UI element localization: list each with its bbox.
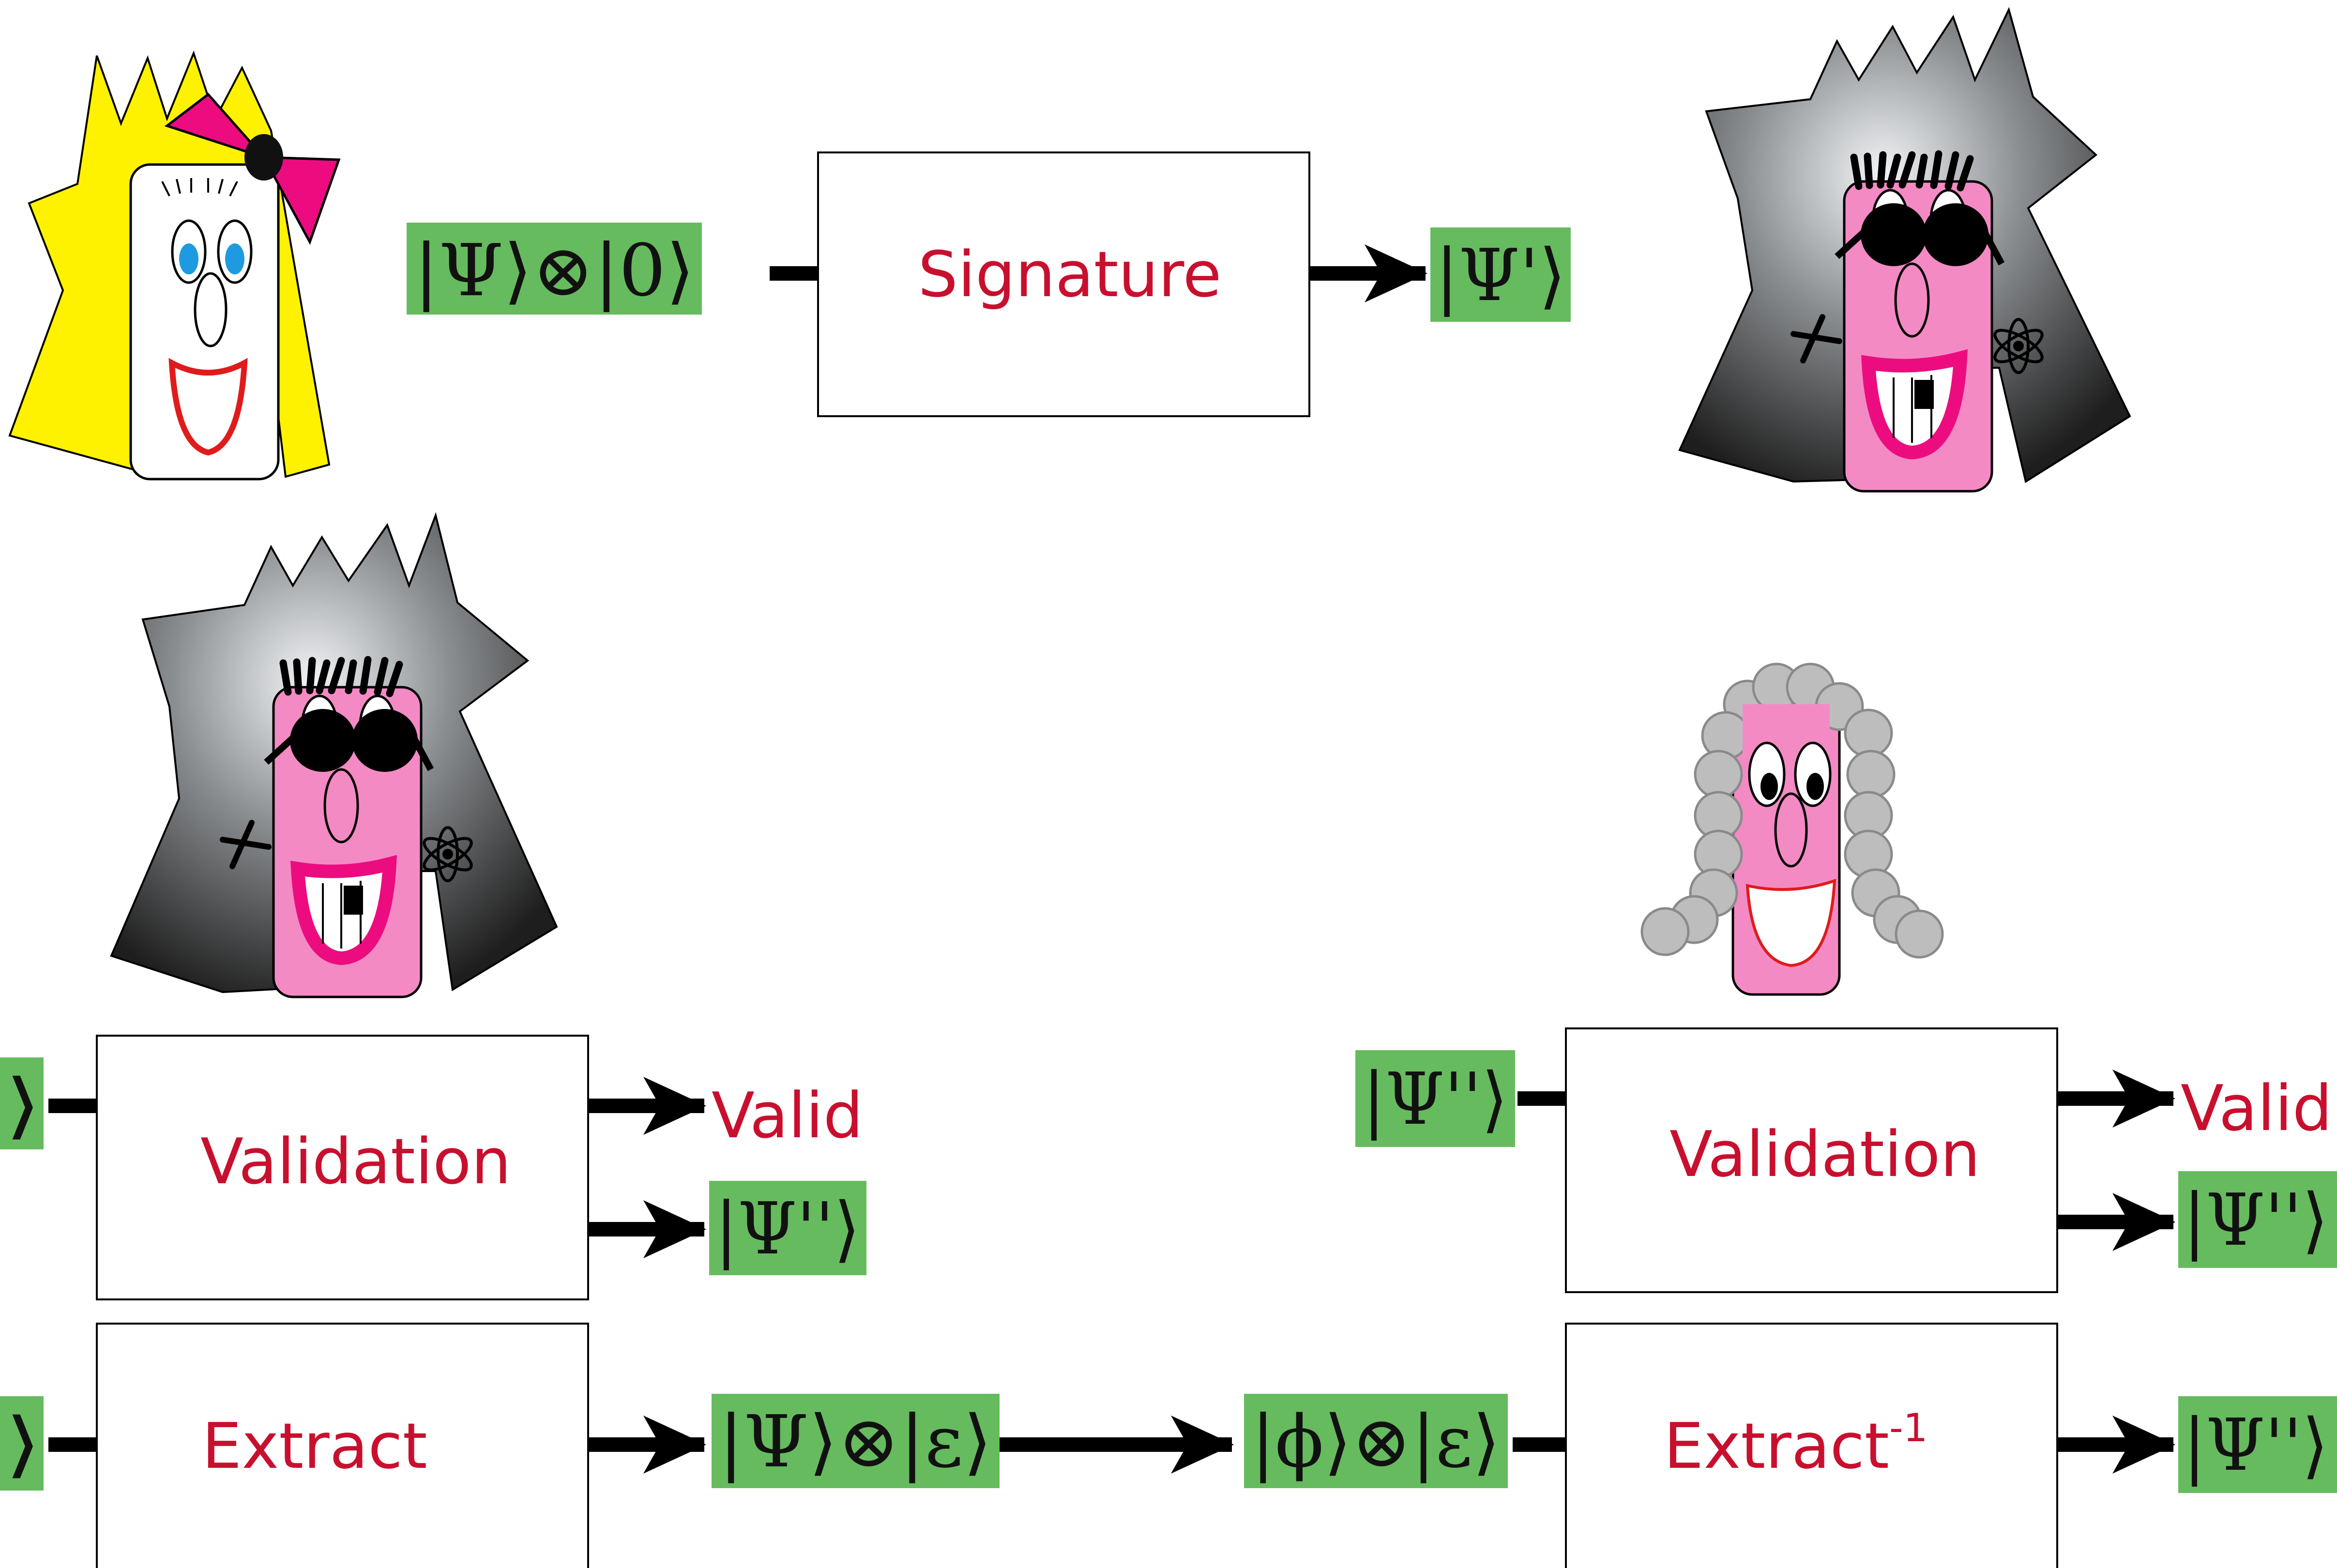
eve-left-missing-tooth: [344, 886, 363, 915]
eve-left-eyelashes: [279, 656, 403, 697]
ket-valR-output: |Ψ''⟩: [2178, 1171, 2337, 1268]
ket-valL-output-text: |Ψ''⟩: [715, 1187, 860, 1270]
alice-nose: [194, 272, 228, 347]
valid-right-output: Valid: [2181, 1071, 2332, 1145]
sunglasses-icon: [1835, 203, 2005, 266]
eve-top-character-icon: [1678, 7, 2131, 493]
ket-alice-input-text: |Ψ⟩⊗|0⟩: [414, 229, 695, 312]
extract-box: Extract: [96, 1323, 589, 1568]
eve-left-cross-earring-icon: [220, 820, 272, 869]
validation-left-box: Validation: [96, 1035, 589, 1300]
ket-valR-input-text: |Ψ''⟩: [1363, 1057, 1508, 1141]
extract-inverse-word: Extract: [1664, 1409, 1889, 1483]
valid-left-output: Valid: [712, 1079, 863, 1152]
ket-ext-input-text: |Ψ'⟩: [0, 1402, 41, 1486]
eve-top-missing-tooth: [1914, 380, 1934, 409]
ket-valL-output: |Ψ''⟩: [709, 1181, 866, 1275]
atom-earring-icon: [1993, 318, 2044, 374]
alice-character-icon: [8, 50, 341, 481]
eve-left-nose: [323, 768, 359, 844]
ket-valR-input: |Ψ''⟩: [1355, 1050, 1515, 1147]
ket-valL-input-text: |Ψ'⟩: [0, 1064, 41, 1147]
judge-character-icon: [1640, 663, 1944, 996]
eve-left-character-icon: [110, 512, 558, 998]
ket-alice-input: |Ψ⟩⊗|0⟩: [407, 223, 702, 315]
eve-top-nose: [1894, 262, 1930, 338]
ket-signed-output-text: |Ψ'⟩: [1435, 234, 1566, 317]
ket-valR-output-text: |Ψ''⟩: [2183, 1178, 2328, 1262]
judge-pupil-right: [1806, 773, 1824, 800]
bow-knot: [244, 134, 283, 181]
validation-right-label: Validation: [1669, 1117, 1980, 1191]
alice-pupil-right: [225, 243, 244, 274]
ket-signed-output: |Ψ'⟩: [1430, 227, 1571, 322]
cross-earring-icon: [1791, 314, 1842, 363]
signature-label: Signature: [918, 238, 1221, 311]
judge-nose: [1774, 792, 1808, 868]
eve-left-sunglasses-icon: [264, 709, 434, 772]
alice-pupil-left: [179, 243, 198, 274]
ket-ext-output-text: |Ψ⟩⊗|ε⟩: [719, 1400, 992, 1483]
ket-ext-output: |Ψ⟩⊗|ε⟩: [712, 1394, 1000, 1488]
ket-extinv-input: |ϕ⟩⊗|ε⟩: [1244, 1394, 1508, 1488]
ket-valL-input: |Ψ'⟩: [0, 1057, 44, 1149]
validation-right-box: Validation: [1565, 1027, 2058, 1293]
ket-extinv-output-text: |Ψ''⟩: [2183, 1403, 2328, 1487]
signature-box: Signature: [817, 151, 1310, 417]
eve-left-atom-earring-icon: [423, 826, 473, 882]
connectors: [48, 244, 2175, 1474]
powdered-wig-icon: [1640, 663, 1944, 959]
validation-left-label: Validation: [200, 1125, 511, 1198]
ket-ext-input: |Ψ'⟩: [0, 1396, 44, 1491]
alice-mouth: [168, 358, 248, 456]
extract-label: Extract: [202, 1409, 427, 1483]
eve-top-eyelashes: [1850, 150, 1974, 192]
extract-inverse-label: Extract-1: [1664, 1405, 1927, 1483]
alice-eyelashes: [161, 178, 238, 196]
ket-extinv-output: |Ψ''⟩: [2178, 1396, 2337, 1493]
extract-inverse-box: Extract-1: [1565, 1323, 2058, 1568]
ket-extinv-input-text: |ϕ⟩⊗|ε⟩: [1251, 1400, 1501, 1483]
extract-inverse-superscript: -1: [1889, 1405, 1928, 1450]
judge-pupil-left: [1760, 773, 1778, 800]
judge-mouth: [1745, 878, 1836, 967]
